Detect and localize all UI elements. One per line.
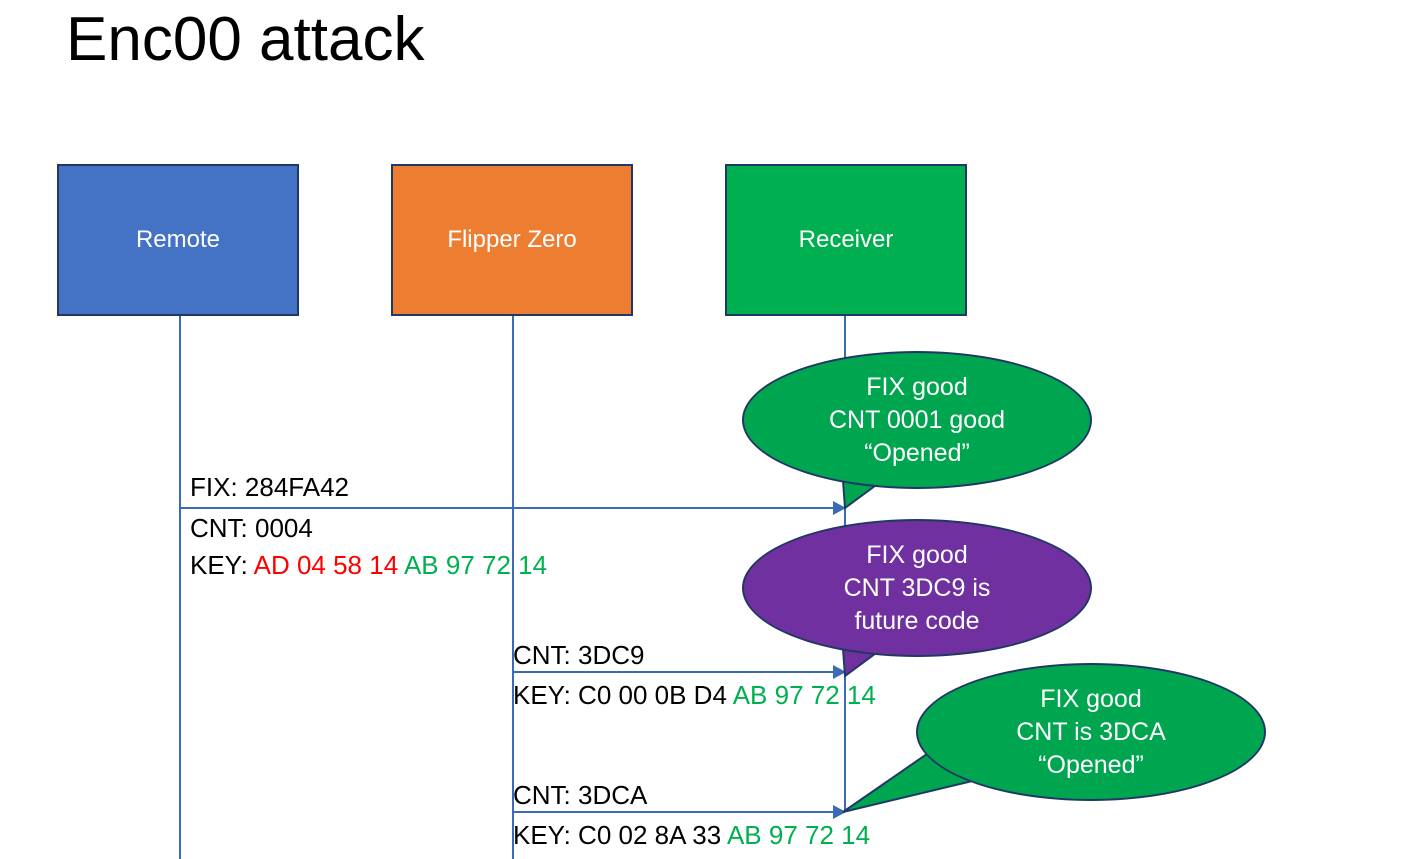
bubble-receiver-response-3: FIX good CNT is 3DCA “Opened” (916, 663, 1266, 801)
key-rolling-part: AD 04 58 14 (253, 550, 399, 580)
message-label-key-remote: KEY: AD 04 58 14 AB 97 72 14 (190, 550, 548, 581)
key-rolling-part: C0 02 8A 33 (578, 820, 722, 850)
arrowhead-flipper-future-code (833, 665, 846, 679)
actor-box-remote[interactable]: Remote (57, 164, 299, 316)
actor-label-remote: Remote (135, 226, 221, 253)
message-line-flipper-next-code (513, 811, 845, 813)
bubble-line-1: FIX good (866, 540, 968, 569)
lifeline-flipper-zero (512, 316, 514, 859)
message-label-cnt-3dc9: CNT: 3DC9 (513, 640, 645, 670)
message-label-fix: FIX: 284FA42 (190, 472, 349, 502)
page-title: Enc00 attack (66, 5, 425, 74)
bubble-line-1: FIX good (866, 372, 968, 401)
message-line-flipper-future-code (513, 671, 845, 673)
key-fixed-part: AB 97 72 14 (726, 820, 871, 850)
lifeline-remote (179, 316, 181, 859)
key-prefix: KEY: (190, 550, 254, 580)
key-prefix: KEY: (513, 820, 579, 850)
bubble-line-3: future code (854, 606, 980, 635)
arrowhead-remote-to-receiver (833, 501, 846, 515)
bubble-receiver-response-1: FIX good CNT 0001 good “Opened” (742, 351, 1092, 489)
bubble-line-2: CNT 3DC9 is (843, 573, 991, 602)
message-line-remote-to-receiver (180, 507, 845, 509)
key-rolling-part: C0 00 0B D4 (578, 680, 727, 710)
message-label-cnt-3dca: CNT: 3DCA (513, 780, 648, 810)
actor-box-flipper-zero[interactable]: Flipper Zero (391, 164, 633, 316)
bubble-receiver-response-2: FIX good CNT 3DC9 is future code (742, 519, 1092, 657)
bubble-line-3: “Opened” (1038, 750, 1144, 779)
message-label-cnt-0004: CNT: 0004 (190, 513, 313, 543)
bubble-line-2: CNT is 3DCA (1016, 717, 1166, 746)
bubble-line-3: “Opened” (864, 438, 970, 467)
key-fixed-part: AB 97 72 14 (732, 680, 876, 710)
actor-label-receiver: Receiver (798, 226, 894, 253)
key-fixed-part: AB 97 72 14 (403, 550, 548, 580)
bubble-line-1: FIX good (1040, 684, 1142, 713)
actor-label-flipper-zero: Flipper Zero (447, 226, 577, 253)
actor-box-receiver[interactable]: Receiver (725, 164, 967, 316)
message-label-key-3dc9: KEY: C0 00 0B D4 AB 97 72 14 (513, 680, 876, 711)
message-label-key-3dca: KEY: C0 02 8A 33 AB 97 72 14 (513, 820, 871, 851)
arrowhead-flipper-next-code (833, 805, 846, 819)
key-prefix: KEY: (513, 680, 579, 710)
bubble-line-2: CNT 0001 good (828, 405, 1006, 434)
